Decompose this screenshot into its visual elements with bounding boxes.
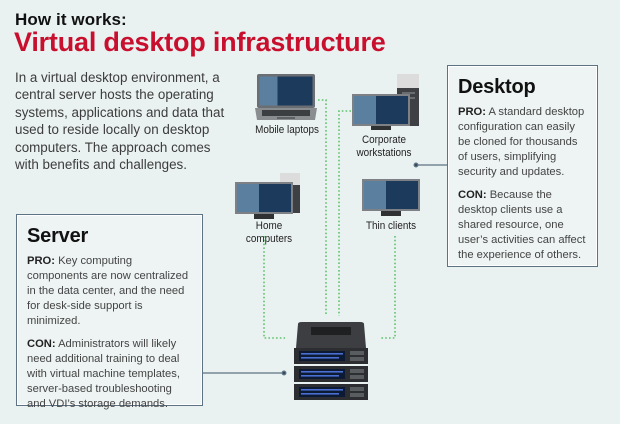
device-label-home: Home computers — [232, 220, 306, 246]
connector-laptop — [318, 99, 327, 316]
desktop-panel: Desktop PRO: A standard desktop configur… — [447, 65, 598, 267]
kicker-heading: How it works: — [15, 10, 127, 29]
label-line: Mobile laptops — [255, 124, 319, 136]
label-line: Home computers — [245, 220, 293, 245]
label-line: Corporate — [361, 134, 407, 146]
desktop-heading: Desktop — [458, 76, 536, 98]
server-unit — [294, 348, 368, 364]
desktop-con: CON: Because the desktop clients use a s… — [458, 188, 587, 263]
server-rack-icon — [294, 322, 368, 400]
workstation-icon — [352, 74, 419, 130]
label-line: workstations — [356, 147, 412, 159]
pro-label: PRO: — [27, 255, 55, 267]
pointers — [203, 162, 447, 376]
desktop-pointer-dot — [413, 162, 419, 168]
pro-label: PRO: — [458, 106, 486, 118]
home-computer-icon — [235, 173, 300, 219]
connector-thin — [380, 236, 396, 339]
con-label: CON: — [458, 189, 487, 201]
connectors — [263, 99, 396, 339]
device-label-laptop: Mobile laptops — [254, 124, 321, 137]
label-line: Thin clients — [365, 220, 417, 232]
pro-text: Key computing components are now central… — [27, 255, 189, 327]
con-text: Administrators will likely need addition… — [27, 338, 180, 410]
desktop-pro: PRO: A standard desktop configuration ca… — [458, 105, 587, 180]
intro-text: In a virtual desktop environment, a cent… — [15, 70, 225, 173]
server-panel: Server PRO: Key computing components are… — [16, 214, 203, 410]
connector-workstation — [338, 110, 351, 316]
server-con: CON: Administrators will likely need add… — [27, 337, 192, 412]
laptop-icon — [255, 74, 317, 120]
connector-home — [263, 236, 285, 339]
pro-text: A standard desktop configuration can eas… — [458, 106, 585, 178]
server-unit — [294, 366, 368, 382]
device-label-workstation: Corporate workstations — [353, 134, 414, 160]
server-heading: Server — [27, 225, 89, 247]
con-text: Because the desktop clients use a shared… — [458, 189, 586, 261]
server-unit — [294, 384, 368, 400]
server-pointer-dot — [281, 370, 287, 376]
device-label-thin: Thin clients — [360, 220, 423, 233]
page-title: Virtual desktop infrastructure — [14, 27, 386, 57]
thin-client-icon — [362, 179, 420, 216]
server-pro: PRO: Key computing components are now ce… — [27, 254, 192, 329]
con-label: CON: — [27, 338, 56, 350]
